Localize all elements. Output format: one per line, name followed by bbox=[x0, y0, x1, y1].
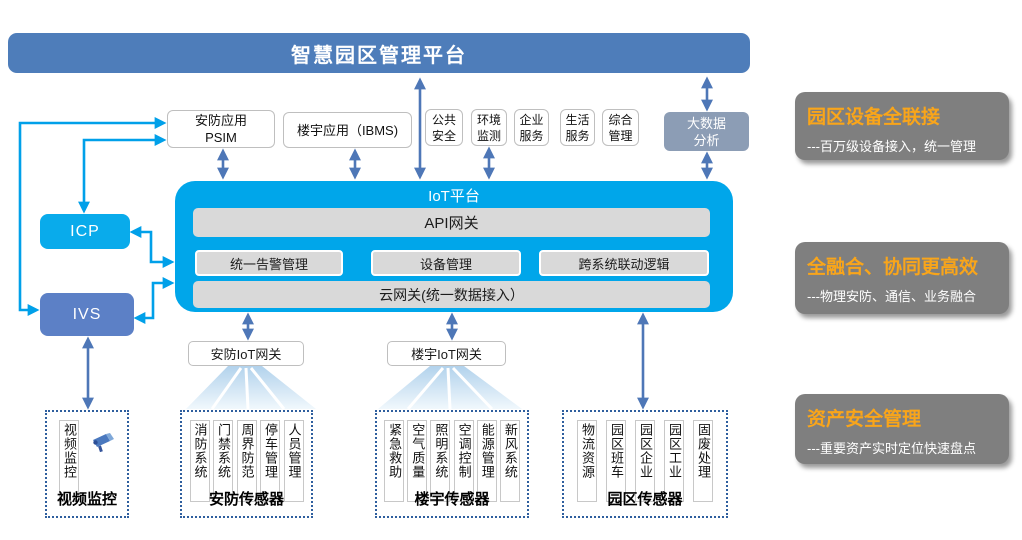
benefit-panel-convergence: 全融合、协同更高效 ---物理安防、通信、业务融合 bbox=[795, 242, 1009, 314]
benefit-title: 资产安全管理 bbox=[807, 409, 922, 430]
module-device-mgmt: 设备管理 bbox=[371, 250, 521, 276]
connector-icp-platform bbox=[129, 226, 175, 268]
benefit-title: 园区设备全联接 bbox=[807, 107, 941, 128]
building-sensors-group: 紧急救助 空气质量 照明系统 空调控制 能源管理 新风系统 楼宇传感器 bbox=[375, 410, 529, 518]
sensor-item: 门禁系统 bbox=[213, 420, 233, 502]
sensor-item: 视频监控 bbox=[59, 420, 79, 502]
app-label: 环境监测 bbox=[476, 112, 501, 143]
group-label: 楼宇传感器 bbox=[414, 491, 490, 508]
sensor-item: 园区企业 bbox=[635, 420, 655, 502]
building-iot-gateway: 楼宇IoT网关 bbox=[387, 341, 506, 366]
app-label: 公共安全 bbox=[431, 112, 456, 143]
benefit-title: 全融合、协同更高效 bbox=[807, 257, 979, 278]
video-surveillance-group: 视频监控 视频监控 bbox=[45, 410, 129, 518]
security-gateway-fan bbox=[186, 366, 316, 409]
benefit-panel-device-connection: 园区设备全联接 ---百万级设备接入，统一管理 bbox=[795, 92, 1009, 160]
sensor-item: 空气质量 bbox=[407, 420, 428, 502]
app-label: 企业服务 bbox=[519, 112, 544, 143]
sensor-item: 能源管理 bbox=[476, 420, 497, 502]
security-sensors-group: 消防系统 门禁系统 周界防范 停车管理 人员管理 安防传感器 bbox=[180, 410, 313, 518]
sensor-item: 园区班车 bbox=[606, 420, 626, 502]
sensor-item: 周界防范 bbox=[236, 420, 257, 502]
app-box-enterprise-service: 企业服务 bbox=[514, 109, 549, 146]
app-box-env-monitoring: 环境监测 bbox=[471, 109, 507, 146]
module-cross-system-linkage: 跨系统联动逻辑 bbox=[539, 250, 709, 276]
app-label: 综合管理 bbox=[608, 112, 633, 143]
benefit-desc: ---百万级设备接入，统一管理 bbox=[807, 139, 976, 154]
group-label: 安防传感器 bbox=[208, 491, 284, 508]
app-box-life-service: 生活服务 bbox=[560, 109, 595, 146]
app-box-psim: 安防应用 PSIM bbox=[167, 110, 275, 148]
group-label: 视频监控 bbox=[56, 491, 117, 508]
park-sensors-group: 物流资源 园区班车 园区企业 园区工业 固废处理 园区传感器 bbox=[562, 410, 728, 518]
sensor-item: 空调控制 bbox=[453, 420, 474, 502]
psim-line2: PSIM bbox=[205, 130, 237, 145]
sensor-item: 新风系统 bbox=[499, 420, 520, 502]
sensor-item: 消防系统 bbox=[189, 420, 210, 502]
sensor-item: 园区工业 bbox=[664, 420, 684, 502]
cloud-gateway-bar: 云网关(统一数据接入） bbox=[193, 281, 710, 308]
sensor-item: 人员管理 bbox=[283, 420, 304, 502]
group-label: 园区传感器 bbox=[607, 491, 683, 508]
app-box-bigdata-analysis: 大数据分析 bbox=[664, 112, 749, 151]
app-box-integrated-mgmt: 综合管理 bbox=[602, 109, 639, 146]
camera-icon bbox=[93, 433, 114, 453]
app-label: 生活服务 bbox=[565, 112, 590, 143]
connector-icp-psim bbox=[78, 134, 167, 214]
security-iot-gateway: 安防IoT网关 bbox=[188, 341, 304, 366]
iot-platform-title: IoT平台 bbox=[428, 188, 480, 205]
module-unified-alarm: 统一告警管理 bbox=[195, 250, 343, 276]
benefit-desc: ---重要资产实时定位快速盘点 bbox=[807, 441, 976, 456]
ivs-node: IVS bbox=[40, 293, 134, 336]
app-label: 大数据分析 bbox=[686, 115, 726, 148]
sensor-item: 物流资源 bbox=[577, 420, 597, 502]
api-gateway-bar: API网关 bbox=[193, 208, 710, 237]
benefit-desc: ---物理安防、通信、业务融合 bbox=[807, 289, 976, 304]
building-gateway-fan bbox=[378, 366, 522, 409]
page-title: 智慧园区管理平台 bbox=[8, 33, 750, 73]
app-box-ibms: 楼宇应用（IBMS) bbox=[283, 112, 412, 148]
psim-line1: 安防应用 bbox=[194, 113, 247, 128]
sensor-item: 照明系统 bbox=[430, 420, 451, 502]
connector-ivs-platform bbox=[133, 277, 175, 324]
sensor-item: 固废处理 bbox=[693, 420, 713, 502]
benefit-panel-asset-safety: 资产安全管理 ---重要资产实时定位快速盘点 bbox=[795, 394, 1009, 464]
icp-node: ICP bbox=[40, 214, 130, 249]
app-box-public-safety: 公共安全 bbox=[425, 109, 463, 146]
sensor-item: 停车管理 bbox=[260, 420, 280, 502]
sensor-item: 紧急救助 bbox=[384, 420, 405, 502]
